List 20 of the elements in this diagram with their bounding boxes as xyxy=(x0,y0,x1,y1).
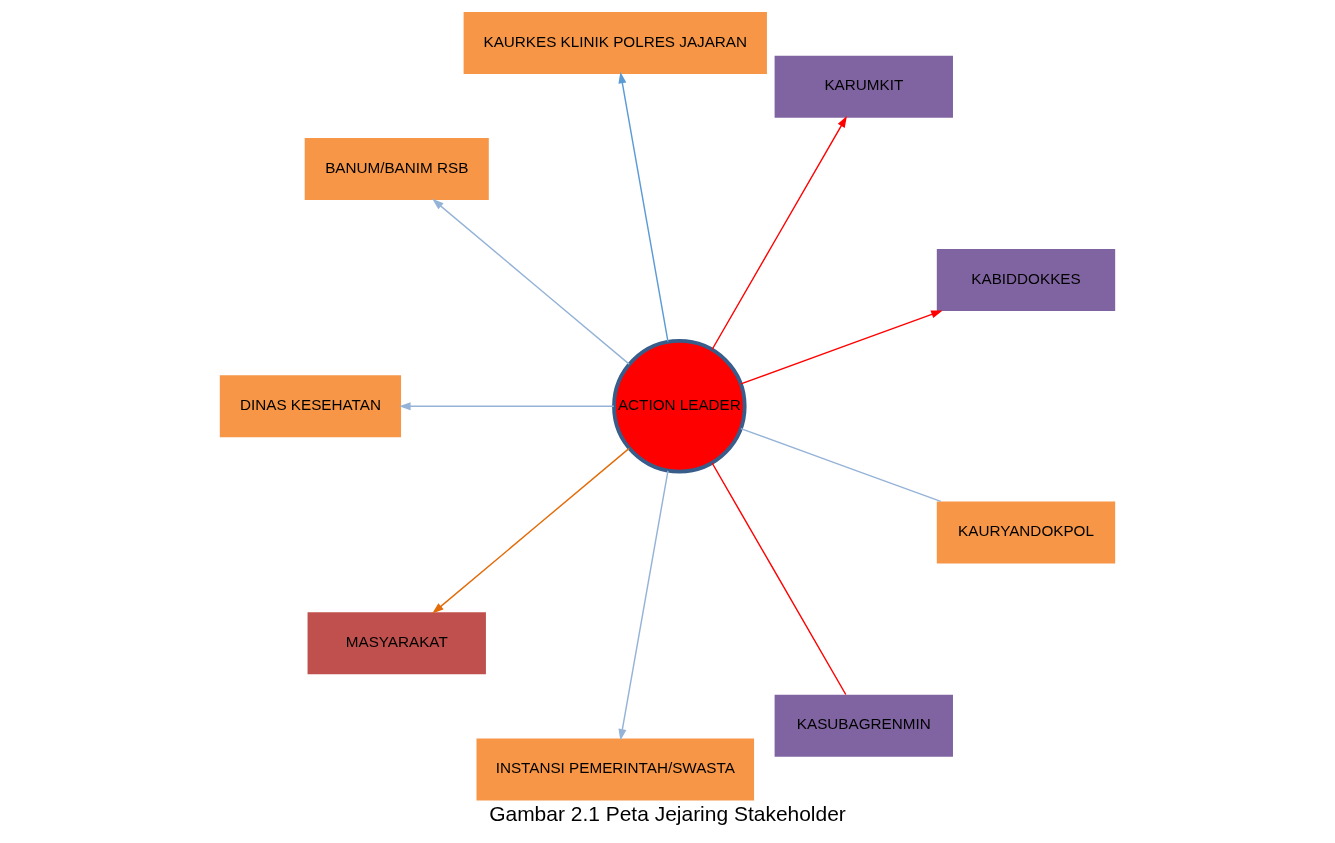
node-circle: ACTION LEADER xyxy=(612,339,747,474)
node-box: DINAS KESEHATAN xyxy=(219,375,402,438)
node-box: MASYARAKAT xyxy=(307,612,486,675)
arrow xyxy=(618,470,669,741)
node-box: KAURKES KLINIK POLRES JAJARAN xyxy=(463,11,767,74)
connector xyxy=(711,462,847,696)
node-box: KABIDDOKKES xyxy=(936,249,1116,312)
arrow xyxy=(740,310,943,385)
node-box: KAURYANDOKPOL xyxy=(936,501,1116,564)
node-box: KASUBAGRENMIN xyxy=(774,694,953,757)
arrow xyxy=(432,198,630,365)
caption: Gambar 2.1 Peta Jejaring Stakeholder xyxy=(489,802,846,826)
arrow xyxy=(618,71,669,343)
arrow xyxy=(399,402,615,411)
node-box: BANUM/BANIM RSB xyxy=(304,138,489,201)
arrow xyxy=(432,447,630,614)
arrow xyxy=(711,115,847,351)
node-box: INSTANSI PEMERINTAH/SWASTA xyxy=(476,738,755,801)
node-box: KARUMKIT xyxy=(774,55,953,118)
connector xyxy=(740,427,942,503)
